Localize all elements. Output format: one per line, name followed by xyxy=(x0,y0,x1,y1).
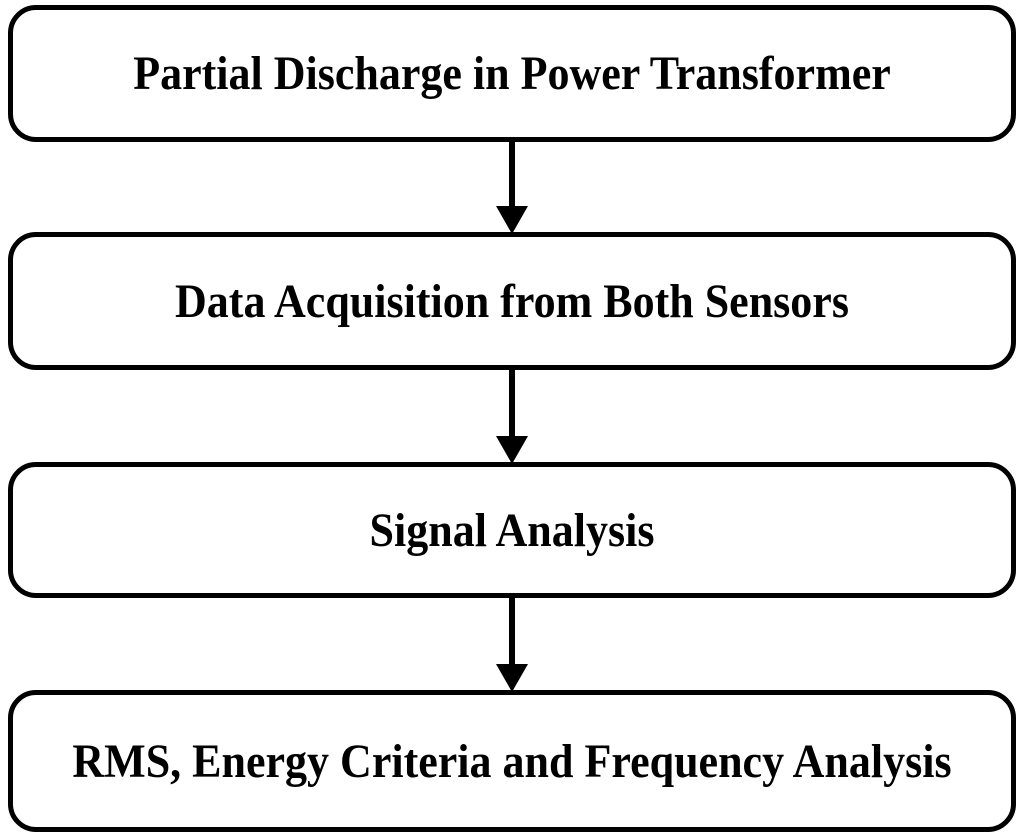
flow-node-data-acquisition: Data Acquisition from Both Sensors xyxy=(8,232,1016,370)
flow-node-signal-analysis: Signal Analysis xyxy=(8,462,1016,598)
flow-node-label: Data Acquisition from Both Sensors xyxy=(175,274,849,328)
flow-node-label: RMS, Energy Criteria and Frequency Analy… xyxy=(72,734,952,788)
flow-node-rms-energy-frequency: RMS, Energy Criteria and Frequency Analy… xyxy=(8,690,1016,832)
arrow-down-icon xyxy=(492,368,532,464)
arrow-down-icon xyxy=(492,596,532,692)
flow-node-partial-discharge: Partial Discharge in Power Transformer xyxy=(8,5,1016,142)
flow-node-label: Signal Analysis xyxy=(369,503,655,557)
arrow-down-icon xyxy=(492,140,532,234)
flow-node-label: Partial Discharge in Power Transformer xyxy=(133,47,891,100)
